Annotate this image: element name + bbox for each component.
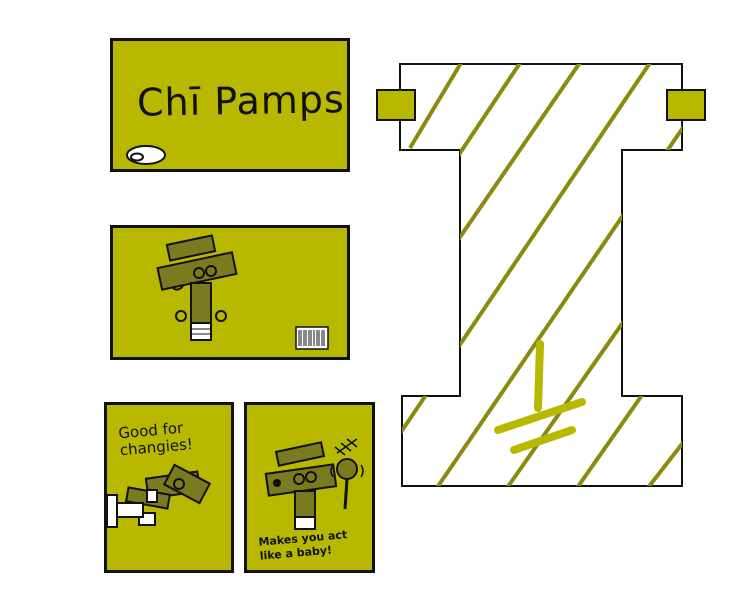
barcode-icon xyxy=(295,326,329,350)
brand-logo-icon xyxy=(126,145,166,165)
diaper-logo-icon xyxy=(494,340,586,454)
diaper-tape-right xyxy=(666,89,706,121)
diaper-outline xyxy=(399,63,683,487)
rattle-icon xyxy=(330,438,364,510)
diaper-tape-left xyxy=(376,89,416,121)
lying-character-figure xyxy=(107,463,212,528)
character-panel xyxy=(110,225,350,360)
changies-panel: Good for changies! xyxy=(104,402,234,573)
title-panel: Chī Pamps xyxy=(110,38,350,172)
baby-panel: Makes you act like a baby! xyxy=(244,402,375,573)
diaper-illustration xyxy=(370,58,710,492)
baby-character-figure xyxy=(264,441,338,530)
character-figure xyxy=(156,234,238,341)
